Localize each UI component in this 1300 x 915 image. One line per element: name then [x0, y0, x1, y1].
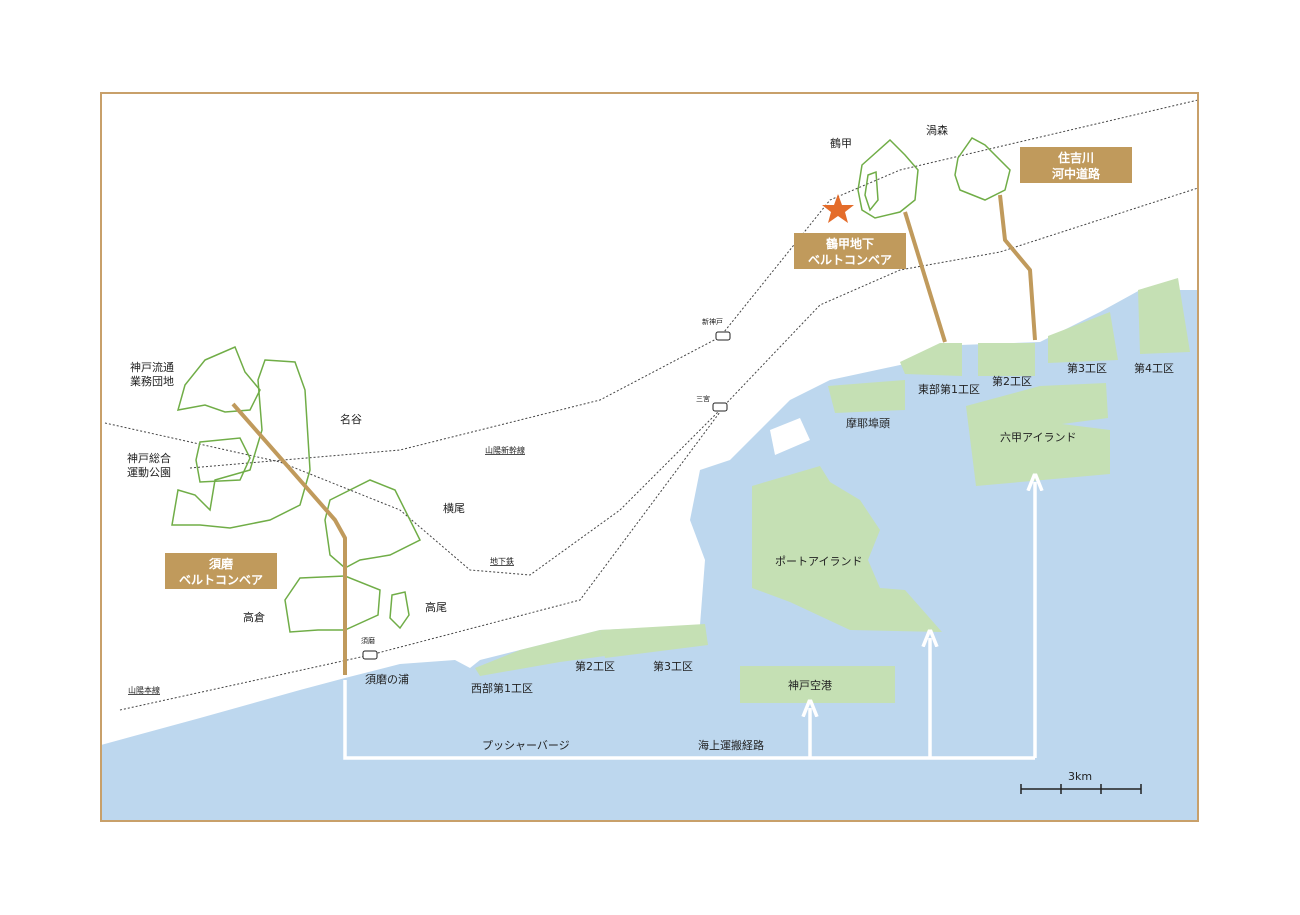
subway-line — [104, 187, 1199, 576]
label-maya: 摩耶埠頭 — [846, 416, 890, 430]
port-pier — [660, 535, 700, 605]
label-port-island: ポートアイランド — [775, 555, 862, 568]
label-shinkansen: 山陽新幹線 — [485, 445, 525, 455]
kobe-airport — [740, 666, 895, 703]
sumiyoshi-box-line1: 住吉川 — [1058, 150, 1094, 165]
label-subway: 地下鉄 — [490, 556, 514, 566]
suma-box — [165, 553, 277, 589]
label-takao: 高尾 — [425, 600, 447, 614]
sanyo-main-line — [119, 411, 721, 711]
label-natani: 名谷 — [340, 412, 362, 426]
suma-box-line2: ベルトコンベア — [179, 573, 263, 587]
label-honsen: 山陽本線 — [128, 685, 160, 695]
label-west1: 西部第1工区 — [471, 681, 533, 695]
sea-water — [101, 290, 1198, 821]
sumiyoshi-box-line2: 河中道路 — [1051, 166, 1101, 181]
sumiyoshi-river-road — [998, 194, 1037, 341]
label-sea-route: 海上運搬経路 — [698, 738, 764, 752]
reclaimed-labels: 西部第1工区 第2工区 第3工区 ポートアイランド 神戸空港 摩耶埠頭 東部第1… — [471, 361, 1174, 695]
suma-station-icon — [362, 650, 378, 660]
label-undo-2: 運動公園 — [127, 465, 171, 479]
west-area-1 — [475, 630, 605, 676]
label-undo-1: 神戸総合 — [127, 451, 171, 465]
label-west2: 第2工区 — [575, 659, 615, 673]
label-station-shinkobe: 新神戸 — [702, 317, 723, 326]
label-east1: 東部第1工区 — [918, 382, 980, 396]
port-island — [752, 466, 942, 632]
tsurukabuto-box — [794, 233, 906, 269]
rokko-island — [966, 383, 1110, 486]
label-tsurukabuto: 鶴甲 — [830, 136, 852, 150]
east-area-1 — [900, 343, 962, 376]
label-ryutsu-2: 業務団地 — [130, 374, 174, 388]
map-frame — [100, 92, 1199, 822]
label-airport: 神戸空港 — [788, 678, 832, 692]
suma-box-line1: 須磨 — [208, 556, 233, 571]
label-east2: 第2工区 — [992, 374, 1032, 388]
east-area-3 — [1048, 312, 1118, 363]
label-yokoo: 横尾 — [443, 501, 465, 515]
label-sumanoura: 須磨の浦 — [365, 673, 409, 686]
suma-belt-conveyor — [231, 402, 347, 675]
star-icon — [822, 194, 854, 223]
east-area-2 — [978, 343, 1035, 376]
label-station-suma: 須磨 — [361, 636, 375, 645]
sumiyoshi-box — [1020, 147, 1132, 183]
label-rokko-island: 六甲アイランド — [1000, 431, 1076, 444]
label-takakura: 高倉 — [243, 610, 265, 624]
west-area-2-3 — [600, 624, 708, 658]
label-ryutsu-1: 神戸流通 — [130, 360, 174, 374]
sannomiya-station-icon — [712, 402, 728, 412]
scale-bar: 3km — [1020, 770, 1142, 794]
label-west3: 第3工区 — [653, 659, 693, 673]
maya-pier — [828, 380, 905, 413]
reclaimed-land — [475, 278, 1190, 703]
pier-strip — [770, 418, 810, 455]
shinkobe-station-icon — [715, 331, 731, 341]
label-pusher-barge: プッシャーバージ — [482, 739, 570, 752]
scale-label: 3km — [1068, 770, 1092, 783]
east-area-4 — [1138, 278, 1190, 354]
place-labels: 神戸流通 業務団地 神戸総合 運動公園 名谷 横尾 高倉 高尾 鶴甲 渦森 須磨… — [127, 123, 948, 686]
tsurukabuto-box-line2: ベルトコンベア — [808, 253, 892, 267]
tsurukabuto-belt-conveyor — [903, 211, 947, 343]
label-station-sannomiya: 三宮 — [696, 394, 710, 403]
label-east4: 第4工区 — [1134, 361, 1174, 375]
label-uzumori: 渦森 — [926, 123, 948, 137]
label-east3: 第3工区 — [1067, 361, 1107, 375]
sea-transport-route — [343, 482, 1035, 760]
tsurukabuto-box-line1: 鶴甲地下 — [826, 236, 874, 251]
